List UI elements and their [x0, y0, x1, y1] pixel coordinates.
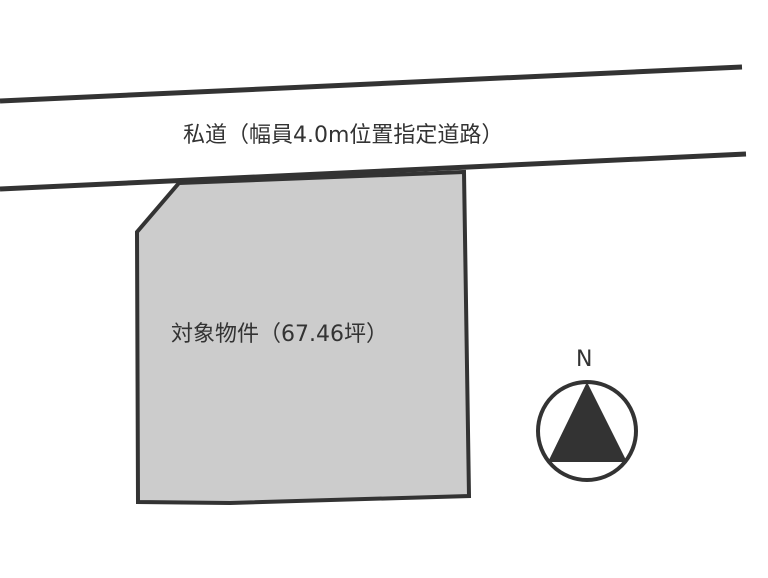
lot-label: 対象物件（67.46坪） — [171, 322, 388, 347]
north-label: N — [576, 347, 593, 372]
road-top-edge — [0, 64, 743, 104]
subject-lot — [134, 169, 472, 506]
road-bottom-edge — [0, 151, 747, 192]
road-label: 私道（幅員4.0m位置指定道路） — [183, 123, 504, 148]
north-arrow-icon — [536, 380, 638, 482]
